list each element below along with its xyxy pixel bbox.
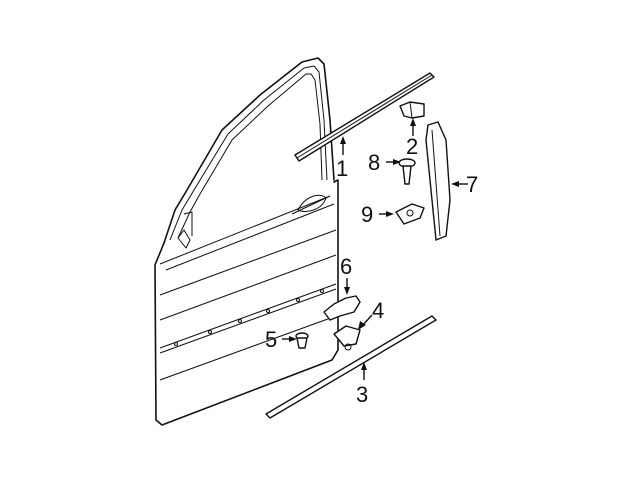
callout-1: 1 bbox=[336, 156, 349, 181]
front-door-illustration bbox=[154, 57, 339, 426]
callout-5: 5 bbox=[265, 327, 278, 352]
part-3-lower-molding bbox=[265, 315, 437, 419]
callout-9: 9 bbox=[361, 202, 374, 227]
callout-7: 7 bbox=[466, 172, 479, 197]
part-4-retainer bbox=[333, 325, 361, 351]
callout-6: 6 bbox=[340, 254, 353, 279]
part-2-end-clip bbox=[399, 101, 425, 119]
part-8-screw bbox=[398, 158, 416, 185]
part-7-pillar-applique bbox=[425, 121, 451, 241]
part-5-push-retainer bbox=[295, 332, 309, 349]
leader-arrows bbox=[282, 118, 468, 380]
part-1-belt-molding bbox=[294, 72, 435, 162]
callout-8: 8 bbox=[368, 150, 381, 175]
callout-2: 2 bbox=[406, 134, 419, 159]
part-6-bracket bbox=[323, 295, 361, 321]
callout-4: 4 bbox=[372, 298, 385, 323]
callout-3: 3 bbox=[356, 382, 369, 407]
part-9-nut-clip bbox=[395, 203, 425, 225]
